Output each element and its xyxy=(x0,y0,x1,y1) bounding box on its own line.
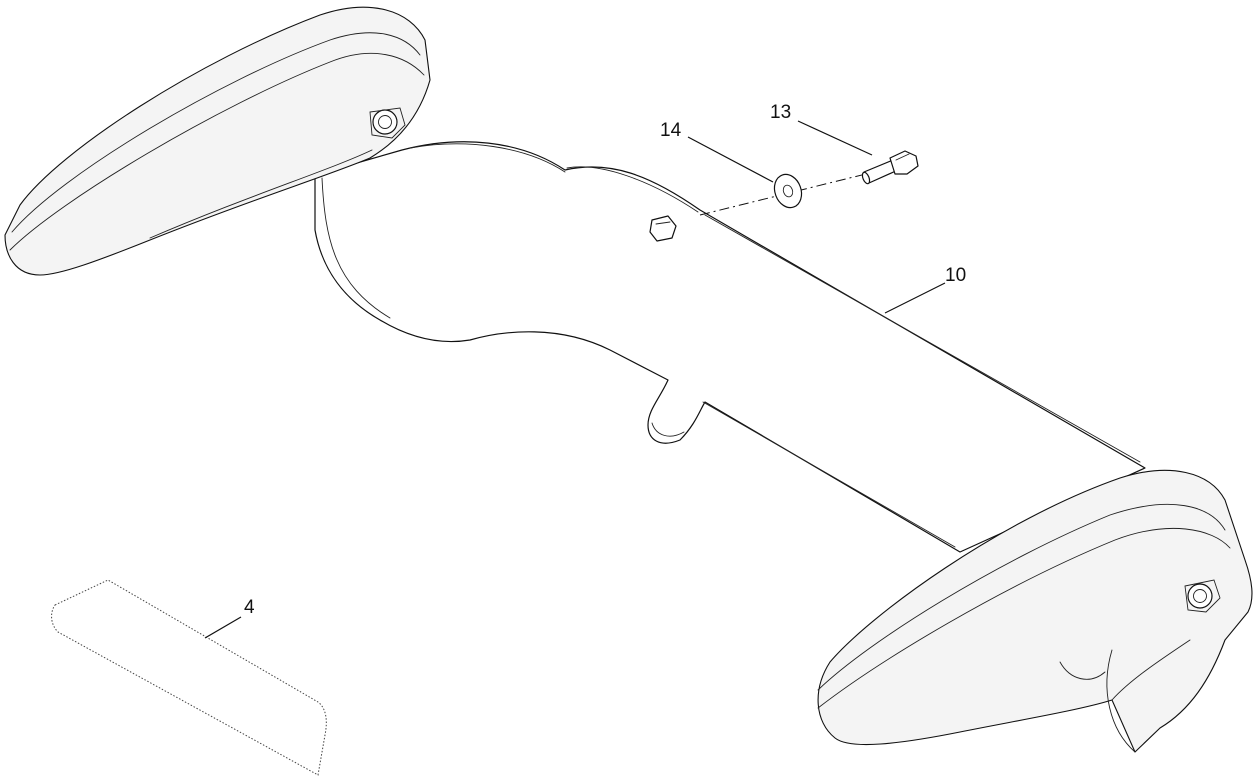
decal-part-4 xyxy=(51,579,327,776)
callout-13: 13 xyxy=(770,102,791,123)
assembly-centerline xyxy=(699,167,891,216)
armrest-left xyxy=(4,6,431,276)
bolt-part-13 xyxy=(861,150,919,185)
armrest-right xyxy=(817,469,1253,753)
frame-plate-part-10 xyxy=(314,141,1146,553)
callout-10: 10 xyxy=(945,265,966,286)
leader-line-14 xyxy=(687,136,774,183)
callout-4: 4 xyxy=(244,597,255,618)
callout-14: 14 xyxy=(660,120,682,141)
leader-line-10 xyxy=(884,282,946,314)
leader-line-4 xyxy=(204,616,242,639)
leader-line-13 xyxy=(797,120,873,156)
hex-nut xyxy=(649,215,677,242)
washer-part-14 xyxy=(773,173,803,209)
